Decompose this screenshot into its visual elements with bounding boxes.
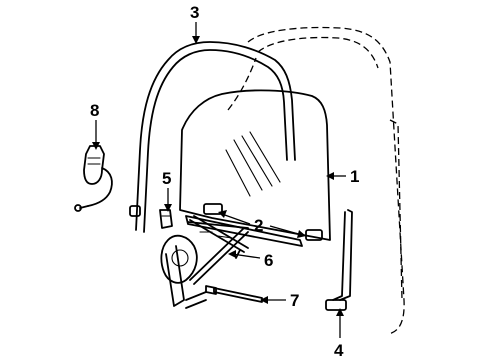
window-regulator	[187, 215, 249, 285]
regulator-motor	[160, 234, 207, 309]
callout-2: 2	[254, 216, 263, 235]
callout-labels: 3 1 2 5 6 7 8 4	[90, 3, 359, 360]
arrowheads	[92, 36, 344, 316]
door-glass	[179, 89, 331, 241]
callout-8: 8	[90, 101, 99, 120]
lower-guide-rail	[205, 285, 263, 303]
rear-run-channel	[325, 209, 353, 311]
callout-4: 4	[334, 341, 344, 360]
bracket	[159, 209, 173, 229]
power-window-motor	[74, 145, 113, 212]
channel-clip	[129, 205, 141, 217]
callout-7: 7	[290, 291, 299, 310]
glass-run-channel	[135, 41, 296, 233]
sash-channel	[185, 203, 323, 247]
callout-5: 5	[162, 169, 171, 188]
door-frame-outline	[227, 26, 405, 335]
callout-1: 1	[350, 167, 359, 186]
callout-3: 3	[190, 3, 199, 22]
leader-lines	[95, 22, 346, 338]
callout-6: 6	[264, 251, 273, 270]
